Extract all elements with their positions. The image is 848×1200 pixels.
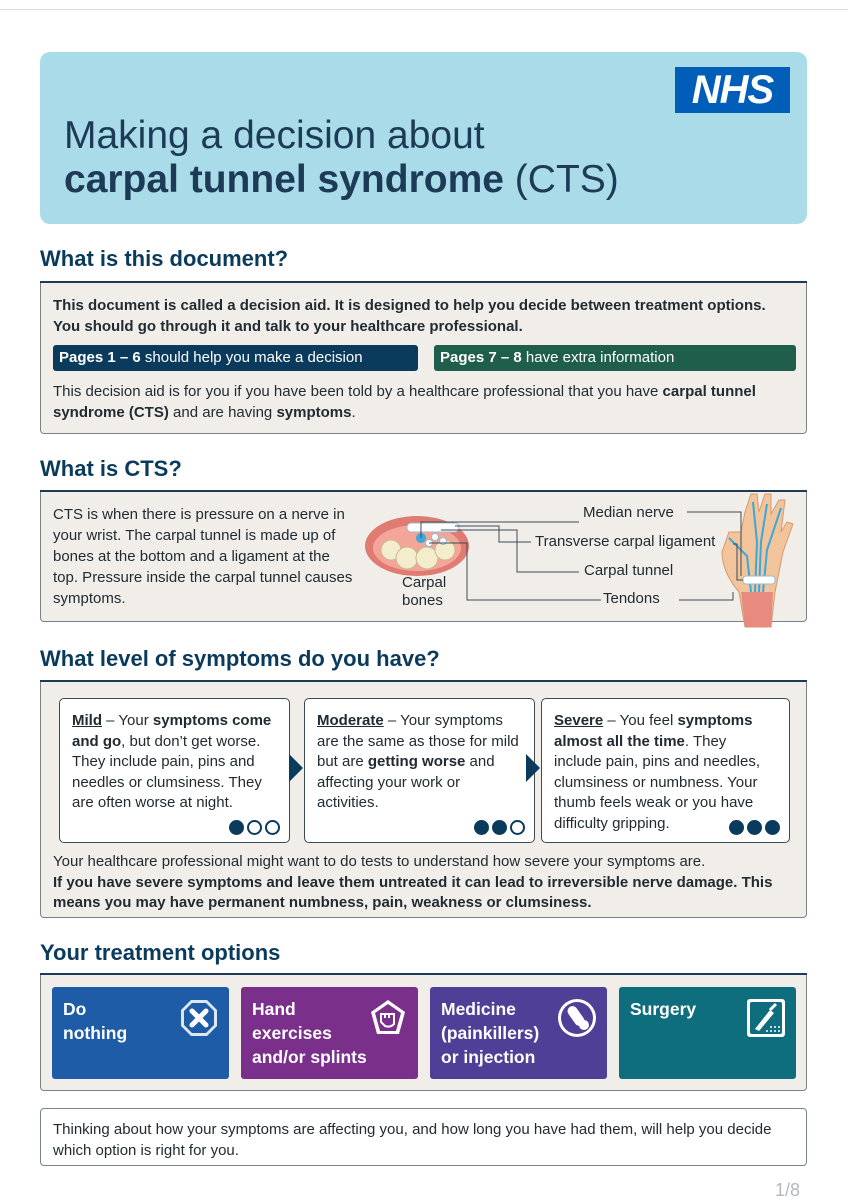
symptom-card-mild: Mild – Your symptoms come and go, but do… [59,698,290,843]
document-body: This decision aid is for you if you have… [53,381,793,423]
option-medicine[interactable]: Medicine (painkillers) or injection [430,987,607,1079]
body-bold: symptoms [276,404,352,421]
cts-info-box: CTS is when there is pressure on a nerve… [40,492,807,628]
symptoms-box: Mild – Your symptoms come and go, but do… [40,682,807,918]
page-title-line1: Making a decision about [64,114,485,157]
carpal-bones-text: Carpal bones [402,574,447,609]
pill-green-bold: Pages 7 – 8 [440,349,522,366]
cts-description: CTS is when there is pressure on a nerve… [53,506,353,607]
option-label: or injection [441,1047,536,1067]
body-text: and are having [168,404,277,421]
scalpel-icon [747,999,785,1037]
title-suffix: (CTS) [503,158,619,201]
card-text: and affecting your work or activities. [317,753,495,811]
option-label: Surgery [630,999,697,1019]
severity-dot [474,820,489,835]
card-bold: symptoms almost all the time [554,712,753,750]
card-text: , but don’t get worse. They include pain… [72,732,262,812]
card-text: – Your [102,712,153,729]
nhs-logo: NHS [675,67,790,113]
option-label: Medicine [441,999,516,1019]
pill-blue-bold: Pages 1 – 6 [59,349,141,366]
severity-dot [510,820,525,835]
document-intro: This document is called a decision aid. … [53,297,766,335]
card-bold: getting worse [367,753,466,770]
option-label: and/or splints [252,1047,367,1067]
label-tendons: Tendons [603,590,660,607]
section-rule [40,490,807,492]
closing-note-box: Thinking about how your symptoms are aff… [40,1108,807,1166]
card-text: – You feel [603,712,678,729]
option-label: nothing [63,1023,128,1043]
page-title-line2: carpal tunnel syndrome (CTS) [64,158,619,202]
pill-green-text: have extra information [521,349,675,366]
body-text: This decision aid is for you if you have… [53,383,663,400]
section-heading-document: What is this document? [40,246,289,271]
header-banner: NHS Making a decision about carpal tunne… [40,52,807,224]
fist-icon [371,1000,405,1034]
option-label: exercises [252,1023,332,1043]
option-do-nothing[interactable]: Do nothing [52,987,229,1079]
option-surgery[interactable]: Surgery [619,987,796,1079]
severity-dot [247,820,262,835]
section-rule [40,680,807,682]
section-rule [40,281,807,283]
card-bold: symptoms come and go [72,712,272,750]
page-number: 1/8 [775,1180,801,1200]
symptoms-note: Your healthcare professional might want … [53,852,798,914]
note-text: Your healthcare professional might want … [53,853,706,870]
symptom-card-moderate: Moderate – Your symptoms are the same as… [304,698,535,843]
severity-dots [229,820,280,835]
moderate-title: Moderate [317,712,384,729]
severity-dot [747,820,762,835]
mild-title: Mild [72,712,102,729]
cross-section-illustration [365,493,794,628]
body-bold: carpal tunnel syndrome (CTS) [53,383,756,421]
option-label: Do [63,999,87,1019]
severity-dot [729,820,744,835]
pill-blue-text: should help you make a decision [140,349,363,366]
severity-dots [474,820,525,835]
pill-icon [558,999,596,1037]
symptom-card-severe: Severe – You feel symptoms almost all th… [541,698,790,843]
cross-octagon-icon [181,1000,217,1036]
body-text: . [351,404,356,421]
title-bold: carpal tunnel syndrome [64,158,504,201]
wrist-diagram: Carpal bones Median nerve Transverse car… [357,492,807,632]
section-heading-cts: What is CTS? [40,456,182,481]
arrow-right-icon [289,754,303,782]
option-label: (painkillers) [441,1023,540,1043]
severity-dots [729,820,780,835]
card-text: – Your symptoms are the same as those fo… [317,712,519,770]
label-median-nerve: Median nerve [583,504,674,521]
severe-title: Severe [554,712,604,729]
option-label: Hand [252,999,296,1019]
severity-dot [765,820,780,835]
severity-dot [492,820,507,835]
section-heading-symptoms: What level of symptoms do you have? [40,646,440,671]
card-text: . They include pain, pins and needles, c… [554,732,760,832]
label-carpal-bones: Carpal bones [402,574,454,610]
label-carpal-tunnel: Carpal tunnel [584,562,674,579]
option-hand-exercises[interactable]: Hand exercises and/or splints [241,987,418,1079]
label-transverse-ligament: Transverse carpal ligament [535,533,716,550]
section-heading-options: Your treatment options [40,940,281,965]
section-rule [40,973,807,975]
options-box: Do nothing Hand exercises and/or splints… [40,975,807,1091]
pages-1-6-pill: Pages 1 – 6 should help you make a decis… [53,345,418,371]
top-border [0,9,848,10]
document-info-box: This document is called a decision aid. … [40,283,807,434]
warning-text: If you have severe symptoms and leave th… [53,873,773,912]
severity-dot [229,820,244,835]
pages-7-8-pill: Pages 7 – 8 have extra information [434,345,796,371]
severity-dot [265,820,280,835]
arrow-right-icon [526,754,540,782]
